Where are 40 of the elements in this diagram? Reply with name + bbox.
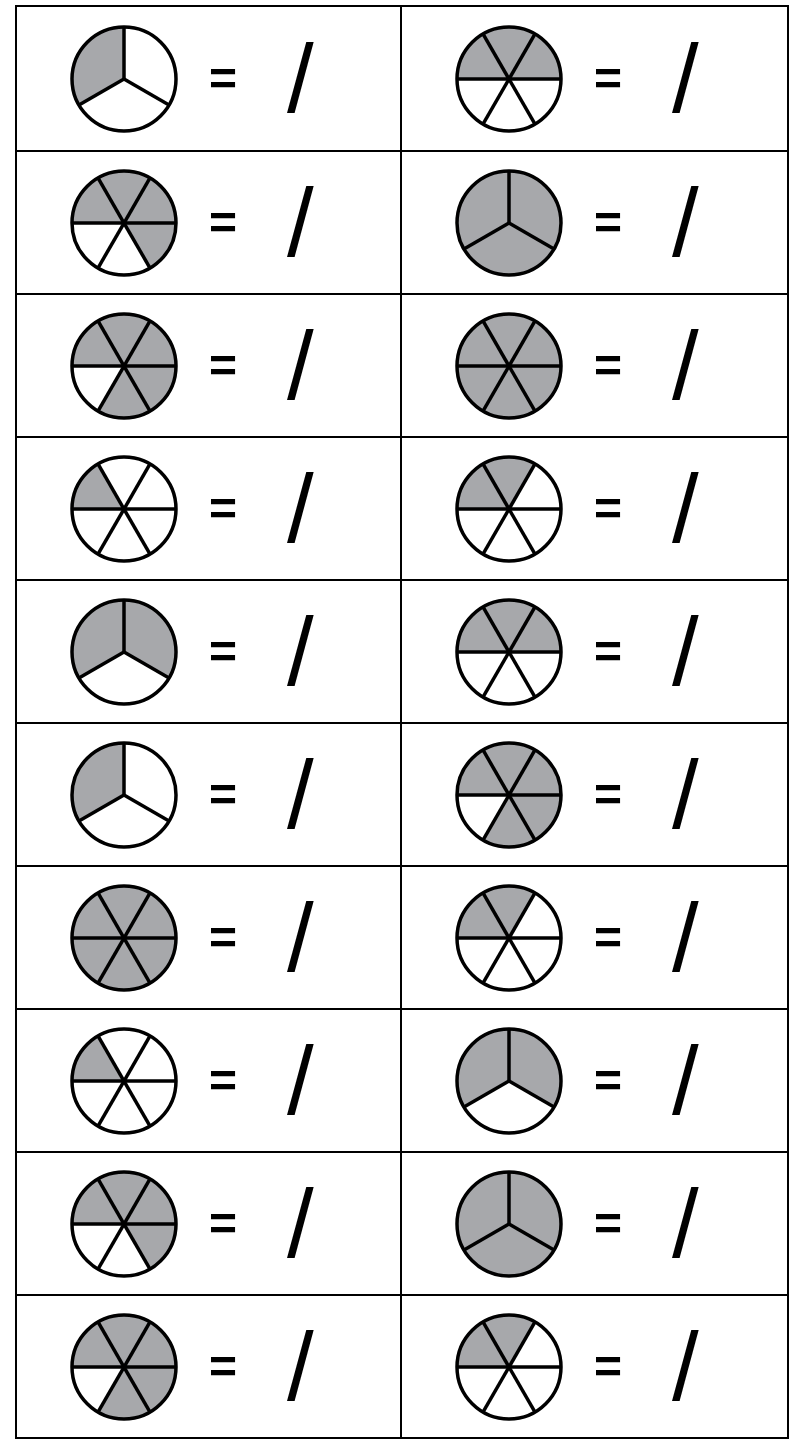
fraction-slash: / [672,889,699,986]
equals-sign: = [209,1199,238,1248]
equals-sign: = [209,54,238,103]
fraction-slash: / [287,746,314,843]
fraction-slash: / [672,30,699,127]
fraction-slash: / [672,1318,699,1415]
fraction-slash: / [287,30,314,127]
equals-sign: = [209,341,238,390]
fraction-slash: / [287,460,314,557]
equals-sign: = [209,627,238,676]
equals-sign: = [594,627,623,676]
equals-sign: = [209,198,238,247]
fraction-slash: / [287,174,314,271]
equals-sign: = [594,341,623,390]
equals-sign: = [209,770,238,819]
fraction-slash: / [672,460,699,557]
equals-sign: = [594,198,623,247]
equals-sign: = [594,913,623,962]
equals-sign: = [594,54,623,103]
fraction-slash: / [672,603,699,700]
fraction-slash: / [287,317,314,414]
equals-sign: = [209,484,238,533]
fraction-slash: / [672,174,699,271]
fraction-slash: / [287,1175,314,1272]
equals-sign: = [209,913,238,962]
fraction-slash: / [287,1032,314,1129]
equals-sign: = [594,1342,623,1391]
fraction-slash: / [672,746,699,843]
equals-sign: = [594,1056,623,1105]
equals-sign: = [594,770,623,819]
fraction-slash: / [287,603,314,700]
equals-sign: = [594,484,623,533]
fraction-slash: / [672,1175,699,1272]
equals-sign: = [594,1199,623,1248]
equals-sign: = [209,1342,238,1391]
equals-sign: = [209,1056,238,1105]
fraction-slash: / [672,1032,699,1129]
fraction-slash: / [287,1318,314,1415]
fraction-slash: / [287,889,314,986]
fraction-slash: / [672,317,699,414]
